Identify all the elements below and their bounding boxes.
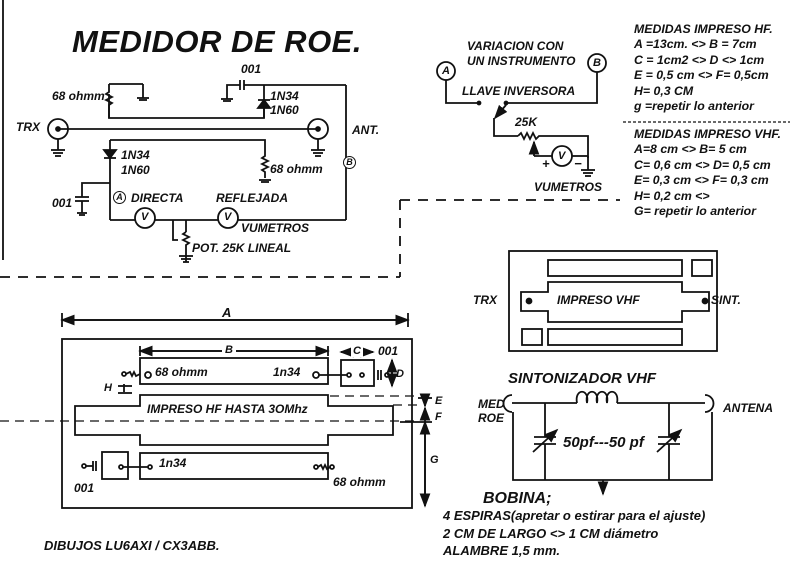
notes-vhf-line: E= 0,3 cm <> F= 0,3 cm [634,173,769,188]
tuner-caps: 50pf---50 pf [563,434,644,451]
label-res-bot: 68 ohmm [270,162,323,176]
label-pot: POT. 25K LINEAL [192,241,292,255]
cap-top-icon [221,80,346,102]
tuner-in-1: MED [478,397,505,411]
pcb-hf-res-top: 68 ohmm [155,365,208,379]
tuner-out: ANTENA [723,401,773,415]
ground-icon [259,179,271,183]
dim-h: H [104,382,112,394]
pcb-hf-res-bot: 68 ohmm [333,475,386,489]
switch-meter-label: V [558,150,566,162]
dim-a: A [222,305,232,320]
diode-top-icon [256,85,272,118]
pcb-hf-cap-top: 001 [378,344,399,358]
dim-b: B [222,345,236,356]
label-diode-top-1: 1N34 [270,89,299,103]
label-cap-bot: 001 [52,196,73,210]
label-diode-bot-1: 1N34 [121,148,150,162]
credits: DIBUJOS LU6AXI / CX3ABB. [44,538,220,553]
point-a-marker: A [113,191,126,204]
switch-minus: − [574,156,582,171]
cap-bottom-icon [75,182,110,216]
meter-directa-label: V [141,211,149,223]
switch-point-a: A [442,65,450,77]
tuner-circuit [502,390,715,496]
label-reflejada: REFLEJADA [216,191,289,205]
notes-vhf-line: C= 0,6 cm <> D= 0,5 cm [634,157,771,172]
label-trx: TRX [16,120,40,134]
label-res-top: 68 ohmm [52,89,105,103]
page-title: MEDIDOR DE ROE. [72,24,362,59]
label-ant: ANT. [352,123,380,137]
pcb-vhf [508,250,718,352]
dim-d: D [396,368,404,380]
label-directa: DIRECTA [131,191,184,205]
coil-line: ALAMBRE 1,5 mm. [443,543,561,558]
ant-connector-icon [307,118,329,157]
switch-circuit [436,53,607,177]
switch-caption-1: VARIACION CON [467,39,564,53]
notes-hf-line: E = 0,5 cm <> F= 0,5cm [634,68,769,83]
dim-c: C [351,345,363,357]
tuner-in-2: ROE [478,411,505,425]
pcb-hf-diode-bot: 1n34 [159,456,187,470]
meter-reflejada-icon [217,207,239,229]
label-diode-bot-2: 1N60 [121,163,150,177]
resistor-top-icon [103,84,115,118]
point-b-marker: B [343,156,356,169]
pcb-hf-cap-bot: 001 [74,481,95,495]
pcb-vhf-sint: SINT. [711,293,741,307]
notes-vhf-line: A=8 cm <> B= 5 cm [634,142,747,157]
switch-plus: + [542,156,550,171]
notes-vhf-heading: MEDIDAS IMPRESO VHF. [634,127,781,141]
switch-label: LLAVE INVERSORA [462,84,576,98]
label-diode-top-2: 1N60 [270,103,299,117]
notes-vhf-line: G= repetir lo anterior [634,204,756,219]
notes-hf-line: C = 1cm2 <> D <> 1cm [634,52,765,67]
meter-directa-icon [134,207,156,229]
notes-hf-line: A =13cm. <> B = 7cm [634,37,757,52]
coil-line: 4 ESPIRAS(apretar o estirar para el ajus… [443,508,706,523]
dim-g: G [430,454,439,466]
coil-heading: BOBINA; [483,490,552,507]
tuner-title: SINTONIZADOR VHF [508,370,657,387]
label-cap-top: 001 [241,62,262,76]
notes-vhf: MEDIDAS IMPRESO VHF. A=8 cm <> B= 5 cm C… [634,127,781,219]
switch-caption-2: UN INSTRUMENTO [467,54,576,68]
meter-reflejada-label: V [224,211,232,223]
pcb-vhf-label: IMPRESO VHF [557,293,640,307]
label-vumetros: VUMETROS [241,221,310,235]
notes-hf-line: H= 0,3 CM [634,83,694,98]
switch-vumetros: VUMETROS [534,180,603,194]
section-divider [0,199,620,278]
switch-pot-label: 25K [515,115,538,129]
notes-hf-line: g =repetir lo anterior [634,99,754,114]
notes-vhf-line: H= 0,2 cm <> [634,188,710,203]
coil-line: 2 CM DE LARGO <> 1 CM diámetro [443,526,659,541]
notes-hf: MEDIDAS IMPRESO HF. A =13cm. <> B = 7cm … [634,22,773,114]
dim-e: E [435,395,443,407]
switch-point-b: B [593,57,601,69]
pcb-vhf-trx: TRX [473,293,497,307]
pcb-hf-label: IMPRESO HF HASTA 3OMhz [147,402,308,416]
trx-connector-icon [47,118,69,157]
diode-bottom-icon [102,149,118,160]
resistor-bottom-icon [259,150,271,178]
pcb-hf-diode-top: 1n34 [273,365,301,379]
hf-centerline [0,395,420,422]
dim-f: F [435,411,442,423]
potentiometer-icon [172,220,193,263]
notes-hf-heading: MEDIDAS IMPRESO HF. [634,22,773,36]
